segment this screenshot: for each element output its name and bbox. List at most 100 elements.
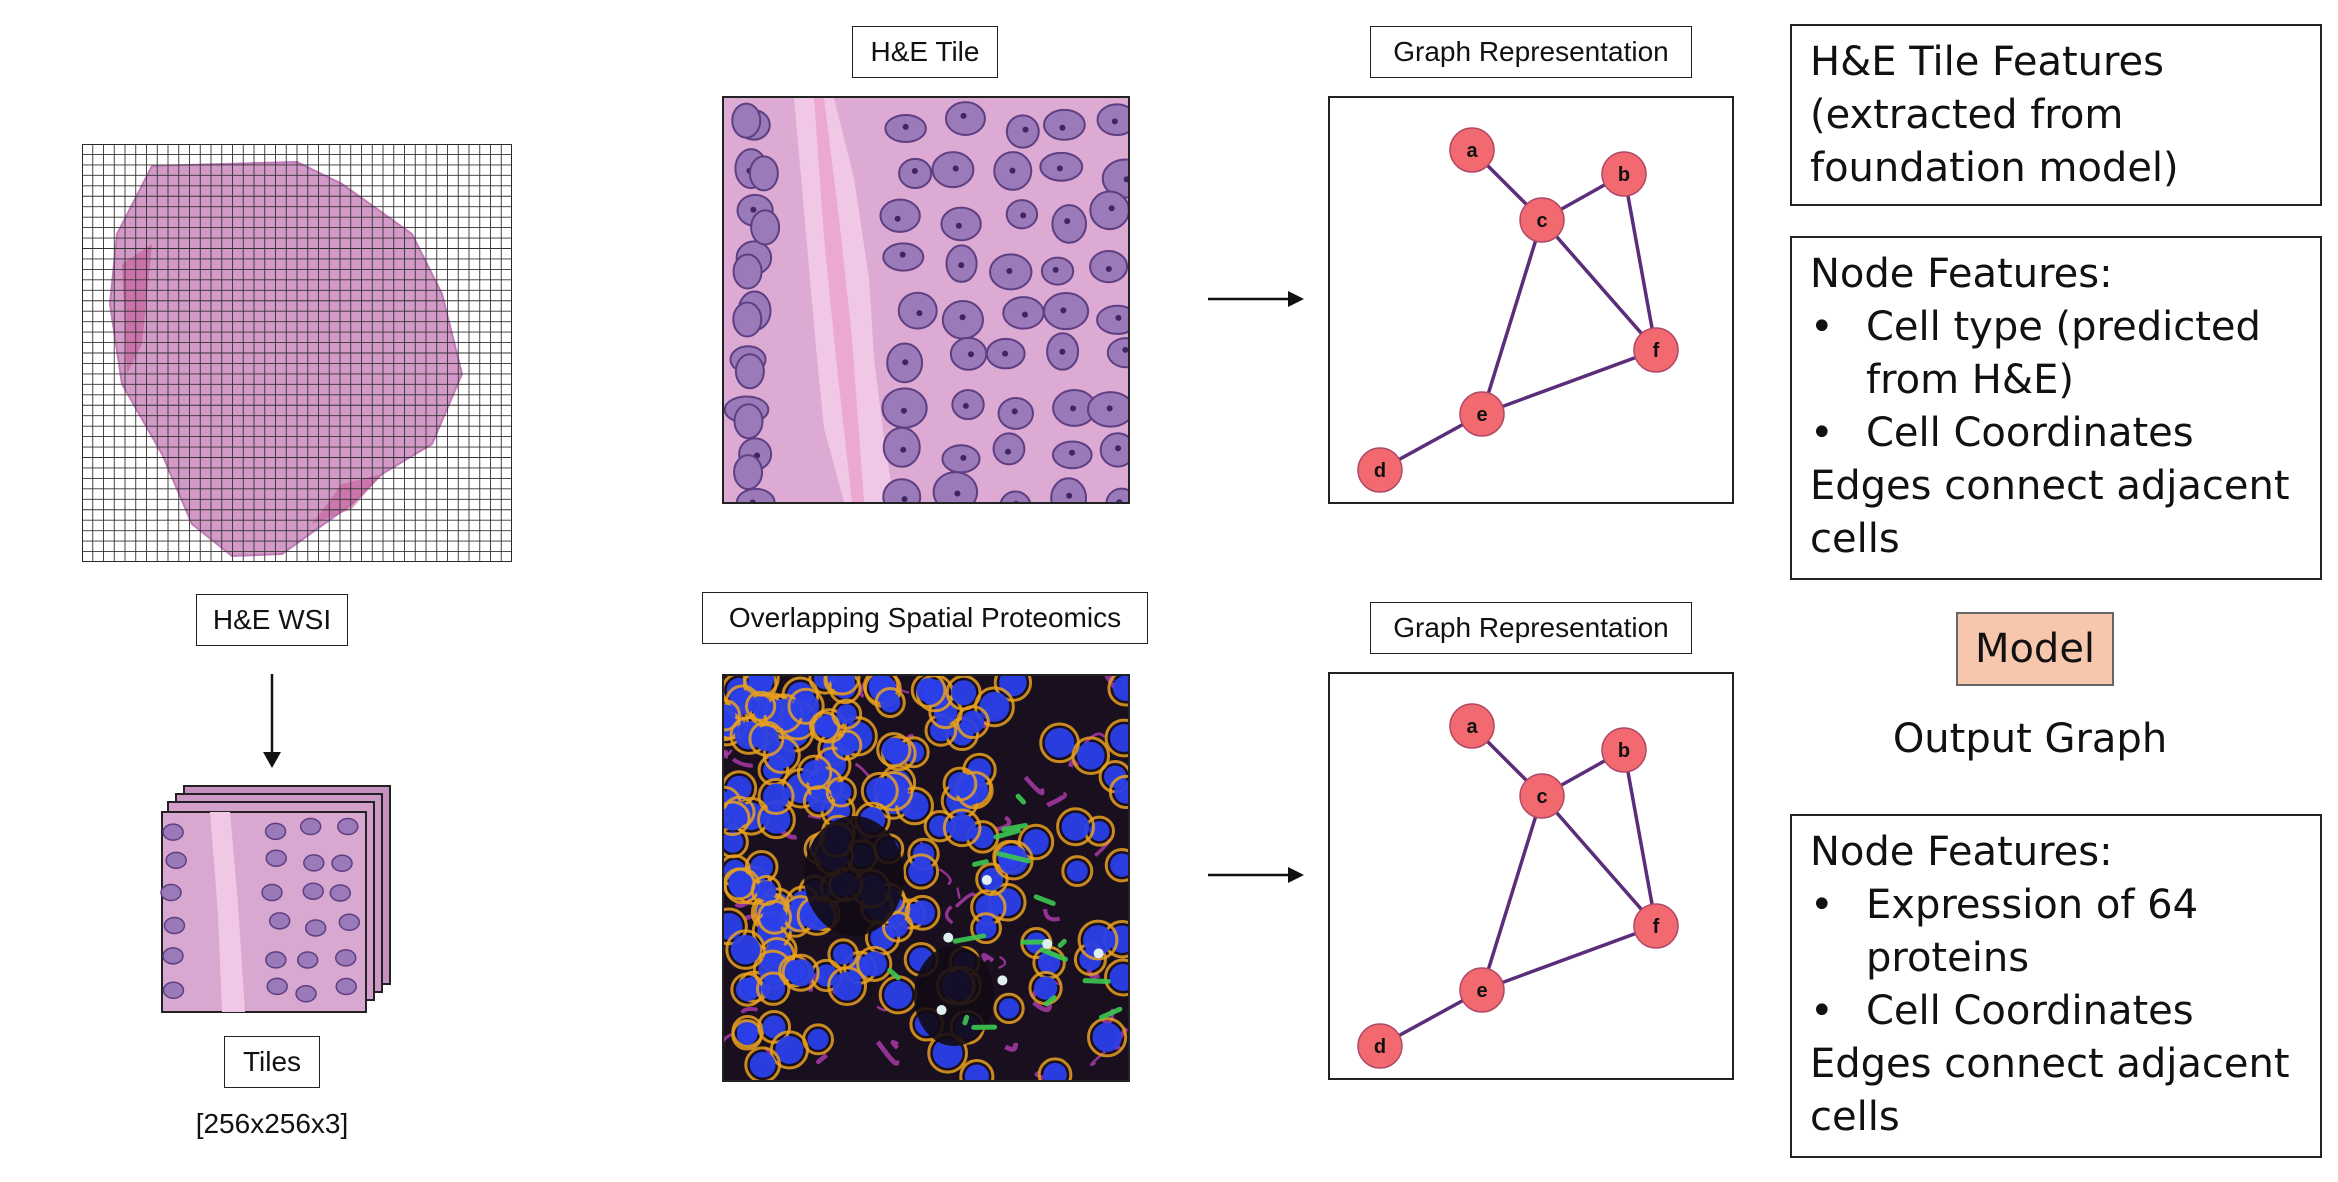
edge-c-f xyxy=(1540,218,1658,352)
cell-nucleus xyxy=(908,858,934,885)
cell-nucleus xyxy=(933,700,958,724)
node-d xyxy=(1357,1023,1403,1069)
he-features-line: H&E Tile Features xyxy=(1810,39,2165,85)
node-features-title: Node Features: xyxy=(1810,251,2113,297)
cell-nucleus xyxy=(814,716,835,737)
arrow-right-icon xyxy=(1208,867,1304,883)
node-label-a: a xyxy=(1466,716,1478,738)
cell-nucleus xyxy=(735,977,760,1002)
edge-b-f xyxy=(1622,173,1658,351)
cell-nucleus xyxy=(1114,780,1128,804)
cell-nucleus xyxy=(900,791,929,820)
cell-nucleus xyxy=(832,971,862,1001)
node-features-title: Node Features: xyxy=(1810,829,2113,875)
nucleus xyxy=(1101,158,1128,199)
nucleus xyxy=(1105,487,1128,502)
cell-nucleus xyxy=(870,925,895,950)
cell-nucleus xyxy=(1109,964,1128,991)
he-features-line: foundation model) xyxy=(1810,145,2179,191)
node-label-d: d xyxy=(1374,1036,1386,1058)
node-f xyxy=(1633,327,1679,373)
proteomics-image xyxy=(722,674,1130,1082)
bullet-text: Cell Coordinates xyxy=(1866,988,2194,1034)
cell-nucleus xyxy=(1023,829,1049,855)
cell-nucleus xyxy=(787,959,815,987)
nucleus xyxy=(735,487,776,502)
cell-nucleus xyxy=(998,845,1029,875)
node-c xyxy=(1519,197,1565,243)
cell-nucleus xyxy=(948,772,972,796)
bullet-item: • Expression of 64 proteins xyxy=(1810,879,2302,985)
cell-nucleus xyxy=(1066,860,1088,882)
nucleus xyxy=(999,490,1031,502)
cell-nucleus xyxy=(761,976,785,1001)
nucleus xyxy=(1005,114,1040,149)
cell-nucleus xyxy=(836,735,857,756)
node-label-e: e xyxy=(1476,980,1487,1002)
node-label-c: c xyxy=(1536,786,1547,808)
edge-c-e xyxy=(1480,219,1544,415)
cell-nucleus xyxy=(880,692,901,713)
node-label-f: f xyxy=(1653,916,1660,938)
cell-nucleus xyxy=(728,872,751,895)
cell-nucleus xyxy=(951,680,977,706)
cell-nucleus xyxy=(831,781,852,803)
node-features-proteomics-box: Node Features: • Expression of 64 protei… xyxy=(1790,814,2322,1158)
node-c xyxy=(1519,773,1565,819)
cell-nucleus xyxy=(910,900,935,926)
node-e xyxy=(1459,967,1505,1013)
cell-nucleus xyxy=(775,1035,804,1064)
bullet-icon: • xyxy=(1810,882,1834,928)
edge-c-e xyxy=(1480,795,1544,991)
cell-nucleus xyxy=(762,1015,786,1039)
nucleus xyxy=(879,198,921,233)
nucleus xyxy=(882,478,922,502)
nucleus xyxy=(944,101,986,136)
cell-nucleus xyxy=(1083,925,1113,955)
cell-nucleus xyxy=(763,783,790,810)
cell-nucleus xyxy=(724,805,746,831)
cell-nucleus xyxy=(884,980,913,1009)
nucleus xyxy=(1050,477,1087,502)
node-label-b: b xyxy=(1618,164,1630,186)
tiles-stack xyxy=(160,784,392,1016)
cell-nucleus xyxy=(1043,1062,1067,1080)
bullet-text: Cell type (predicted xyxy=(1866,304,2261,350)
he-tile-label: H&E Tile xyxy=(852,26,998,78)
cell-nucleus xyxy=(736,1024,758,1046)
cell-nucleus xyxy=(1076,741,1105,770)
nucleus xyxy=(1096,304,1128,335)
cell-nucleus xyxy=(802,760,827,785)
cell-nucleus xyxy=(881,737,906,762)
cell-nucleus xyxy=(724,831,744,853)
nucleus xyxy=(897,291,938,330)
node-a xyxy=(1449,127,1495,173)
tiles-dims: [256x256x3] xyxy=(195,1108,349,1139)
wsi-image xyxy=(81,143,513,563)
cell-nucleus xyxy=(762,905,787,930)
cell-nucleus xyxy=(836,704,857,725)
node-features-he-box: Node Features: • Cell type (predicted fr… xyxy=(1790,236,2322,580)
node-f xyxy=(1633,903,1679,949)
nucleus xyxy=(1051,204,1088,244)
nucleus xyxy=(1099,432,1128,468)
cell-nucleus xyxy=(756,880,777,901)
cell-nucleus xyxy=(1110,724,1128,752)
arrow-right-icon xyxy=(1208,291,1304,307)
nucleus xyxy=(1089,190,1128,231)
node-label-a: a xyxy=(1466,140,1478,162)
graph-bottom-label: Graph Representation xyxy=(1370,602,1692,654)
wsi-svg xyxy=(81,143,513,563)
cell-nucleus xyxy=(753,726,779,752)
bullet-text: Expression of 64 xyxy=(1866,882,2199,928)
nucleus xyxy=(932,471,979,502)
edge-e-f xyxy=(1481,348,1657,416)
cell-nucleus xyxy=(1112,676,1128,701)
node-e xyxy=(1459,391,1505,437)
cell-nucleus xyxy=(815,964,838,987)
node-d xyxy=(1357,447,1403,493)
cell-nucleus xyxy=(861,951,887,977)
cell-nucleus xyxy=(979,691,1010,722)
